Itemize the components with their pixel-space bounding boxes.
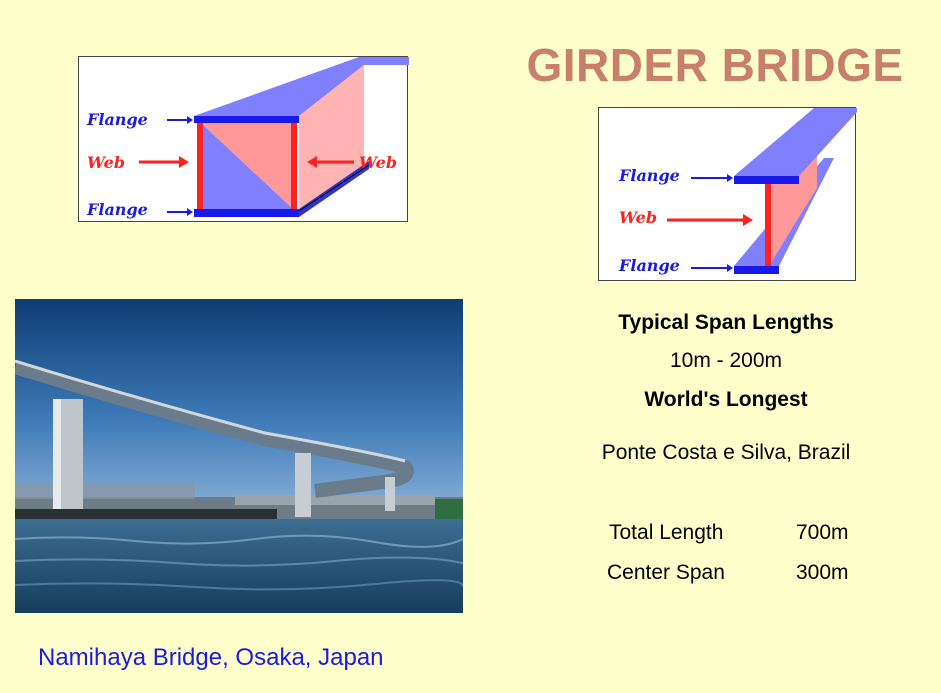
flange-label-top: Flange [619,166,680,185]
center-span-value: 300m [796,561,849,584]
longest-heading: World's Longest [644,388,808,411]
i-girder-diagram: Flange Web Flange [598,107,857,281]
center-span-label: Center Span [607,561,725,584]
web-label-right: Web [359,153,398,172]
longest-bridge-name: Ponte Costa e Silva, Brazil [601,441,851,464]
box-girder-diagram: Flange Web Web Flange [78,56,409,222]
flange-label-top: Flange [87,110,148,129]
flange-label-bottom: Flange [619,256,680,275]
span-range: 10m - 200m [669,349,783,372]
bridge-photo [15,299,463,613]
total-length-label: Total Length [609,521,724,544]
web-label: Web [619,208,658,227]
span-heading: Typical Span Lengths [618,311,834,334]
flange-label-bottom: Flange [87,200,148,219]
web-label-left: Web [87,153,126,172]
photo-caption: Namihaya Bridge, Osaka, Japan [38,644,384,671]
total-length-value: 700m [796,521,849,544]
page-title: GIRDER BRIDGE [526,39,904,91]
